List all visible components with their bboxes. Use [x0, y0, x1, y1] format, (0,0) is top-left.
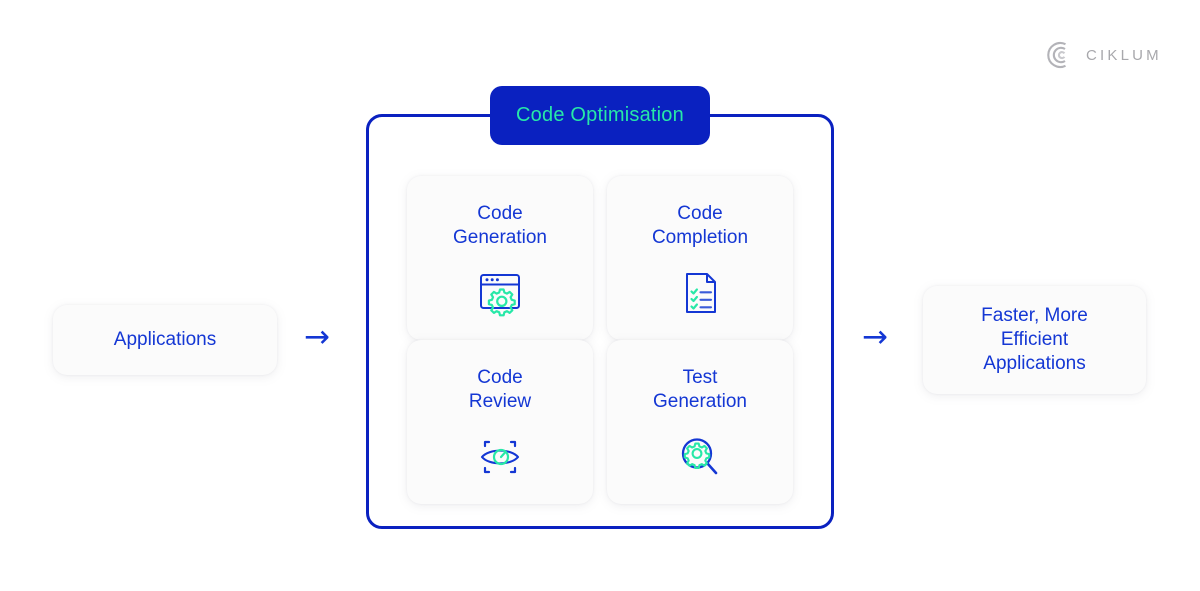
- document-checklist-icon: [672, 264, 728, 322]
- ciklum-arcs-logo-icon: [1045, 40, 1075, 70]
- applications-label: Applications: [113, 329, 217, 350]
- arrow-right-icon-output: →: [862, 319, 888, 355]
- brand-logo: CIKLUM: [1045, 40, 1162, 70]
- outcome-node[interactable]: Faster, More Efficient Applications: [923, 286, 1146, 394]
- brand-name: CIKLUM: [1086, 46, 1162, 64]
- code-optimisation-badge: Code Optimisation: [490, 86, 710, 145]
- code-optimisation-title: Code Optimisation: [516, 104, 684, 126]
- outcome-label: Faster, More Efficient Applications: [981, 305, 1088, 374]
- card-test-generation[interactable]: Test Generation: [607, 340, 793, 504]
- card-test-generation-label: Test Generation: [652, 367, 747, 412]
- browser-window-gear-icon: [472, 264, 528, 322]
- card-code-completion-label: Code Completion: [651, 203, 749, 248]
- card-code-review[interactable]: Code Review: [407, 340, 593, 504]
- eye-scan-icon: [472, 428, 528, 486]
- arrow-right-icon-input: →: [304, 319, 330, 355]
- card-code-review-label: Code Review: [468, 367, 532, 412]
- card-code-completion[interactable]: Code Completion: [607, 176, 793, 340]
- magnifier-gear-icon: [672, 428, 728, 486]
- card-code-generation-label: Code Generation: [452, 203, 547, 248]
- applications-node[interactable]: Applications: [53, 305, 277, 375]
- card-code-generation[interactable]: Code Generation: [407, 176, 593, 340]
